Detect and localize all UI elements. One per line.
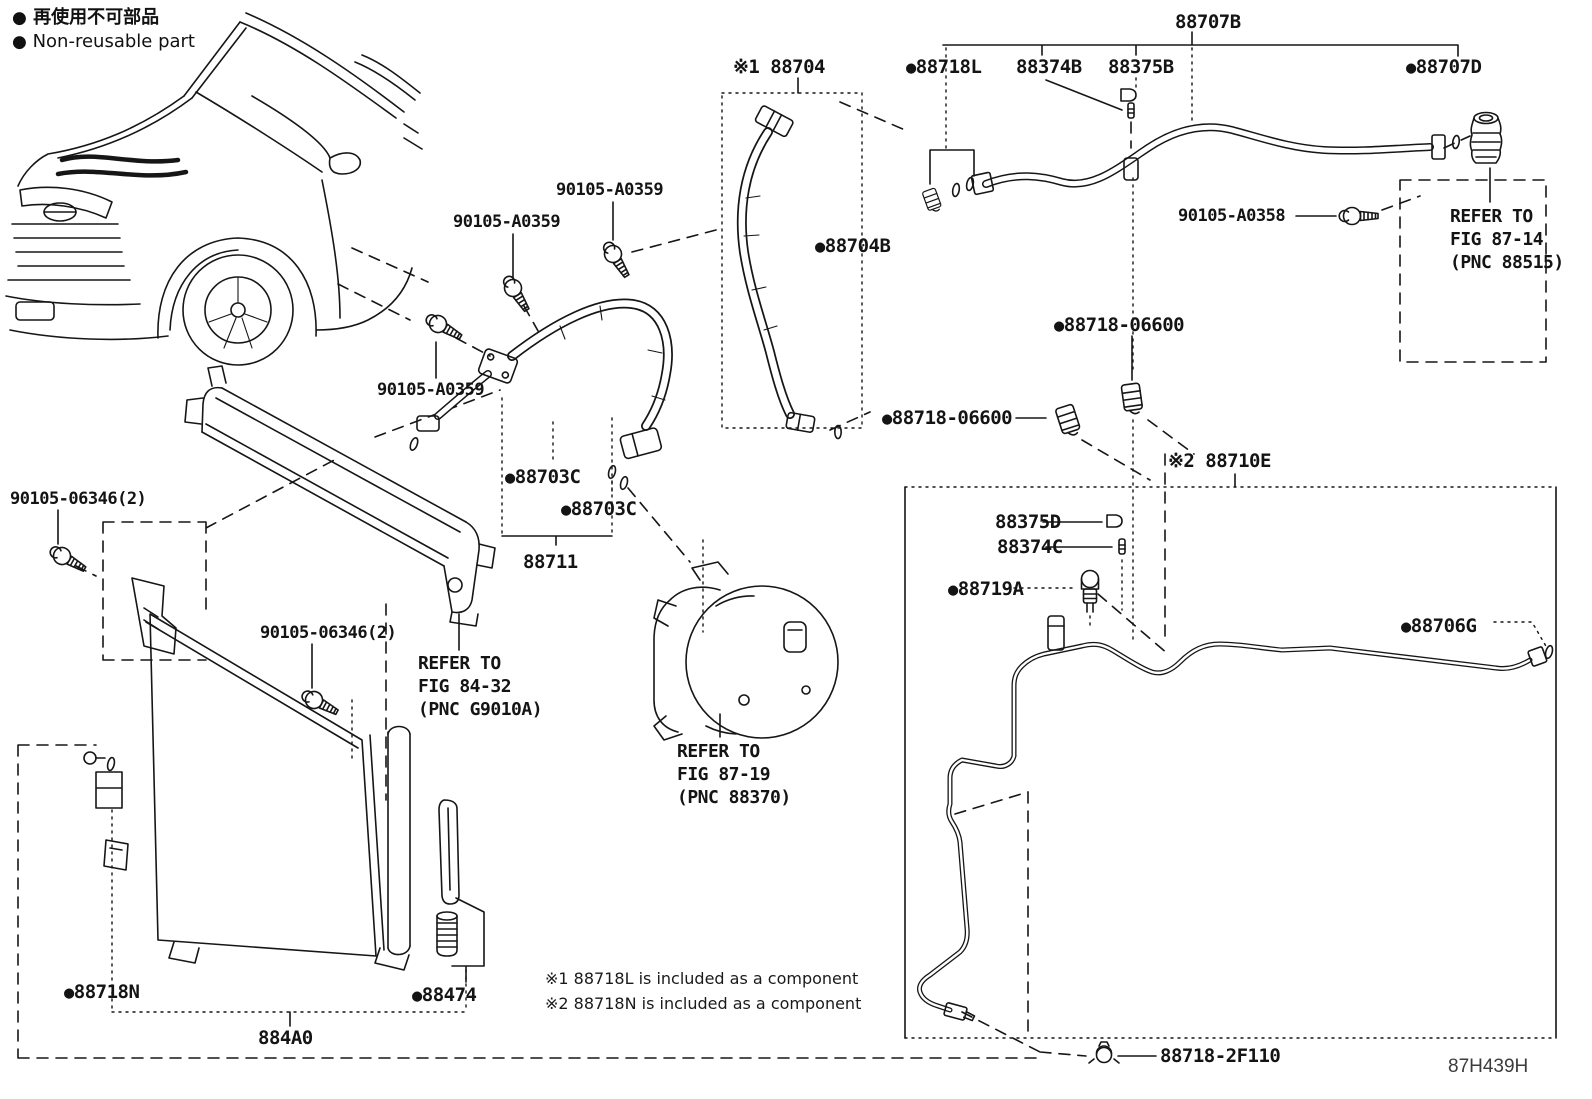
o-ring-icon	[407, 435, 421, 453]
discharge-hose-88711	[416, 298, 673, 460]
condenser-clamp-parts	[83, 751, 123, 809]
part-label-884A0[interactable]: 884A0	[258, 1027, 313, 1049]
part-label-90105-06346-left[interactable]: 90105-06346(2)	[10, 489, 147, 509]
o-ring-icon	[1451, 134, 1461, 150]
part-label-90105-06346-mid[interactable]: 90105-06346(2)	[260, 623, 397, 643]
suction-pipe-88707b	[970, 123, 1446, 196]
fasteners	[45, 88, 1555, 1064]
part-label-88374B[interactable]: 88374B	[1016, 56, 1082, 78]
grommet-icon	[1469, 111, 1503, 164]
part-label-88707D[interactable]: ●88707D	[1406, 56, 1482, 78]
clamp-icon	[1120, 382, 1144, 416]
part-label-90105-A0359-mid[interactable]: 90105-A0359	[453, 212, 561, 232]
part-label-90105-A0359-top[interactable]: 90105-A0359	[556, 180, 664, 200]
part-label-88718L[interactable]: ●88718L	[906, 56, 982, 78]
part-label-88706G[interactable]: ●88706G	[1401, 615, 1477, 637]
bolt-icon	[498, 271, 535, 316]
part-label-88718-06600-upper[interactable]: ●88718-06600	[1054, 314, 1185, 336]
nonreusable-bullet: ●	[12, 8, 27, 28]
part-label-88375B[interactable]: 88375B	[1108, 56, 1174, 78]
legend-en: ● Non-reusable part	[12, 31, 195, 52]
pin-icon	[1118, 538, 1126, 555]
sensor-icon	[1080, 569, 1100, 613]
o-ring-icon	[606, 464, 618, 480]
nonreusable-bullet: ●	[12, 32, 27, 52]
drier-filter-88474	[436, 911, 458, 957]
part-label-88718-2F110[interactable]: 88718-2F110	[1160, 1045, 1281, 1067]
part-label-88704B[interactable]: ●88704B	[815, 235, 891, 257]
compressor-illustration	[653, 561, 839, 741]
o-ring-icon	[950, 182, 962, 198]
radiator-assembly	[184, 365, 496, 627]
hose-clamp-icon	[1088, 1041, 1120, 1064]
clip-icon	[1120, 88, 1137, 102]
part-label-88718-06600-lower[interactable]: ●88718-06600	[882, 407, 1013, 429]
clamp-icon	[1054, 403, 1083, 439]
bolt-icon	[598, 237, 635, 282]
part-label-88703C-2[interactable]: ●88703C	[561, 498, 637, 520]
part-label-88710E[interactable]: ※2 88710E	[1168, 450, 1271, 472]
part-label-88707B[interactable]: 88707B	[1175, 11, 1241, 33]
bolt-icon	[45, 541, 90, 578]
bolt-icon	[421, 309, 466, 346]
part-label-88704[interactable]: ※1 88704	[733, 56, 826, 78]
part-label-88718N[interactable]: ●88718N	[64, 981, 140, 1003]
legend: ● 再使用不可部品 ● Non-reusable part	[12, 6, 195, 54]
leader-boxes	[17, 92, 1557, 1059]
part-label-90105-A0359-low[interactable]: 90105-A0359	[377, 380, 485, 400]
condenser-assembly	[83, 577, 485, 983]
part-label-88703C-1[interactable]: ●88703C	[505, 466, 581, 488]
part-label-88375D[interactable]: 88375D	[995, 511, 1061, 533]
bolt-icon	[1338, 206, 1379, 226]
pin-icon	[1127, 102, 1135, 119]
part-label-88719A[interactable]: ●88719A	[948, 578, 1024, 600]
part-label-88711[interactable]: 88711	[523, 551, 578, 573]
car-illustration	[5, 12, 423, 366]
leader-lines	[57, 31, 1548, 1057]
note-88718L: ※1 88718L is included as a component	[545, 969, 859, 988]
clamp-icon	[921, 187, 944, 215]
drawing-code: 87H439H	[1448, 1056, 1529, 1077]
legend-jp: ● 再使用不可部品	[12, 7, 160, 28]
part-label-88374C[interactable]: 88374C	[997, 536, 1063, 558]
o-ring-icon	[1543, 644, 1555, 660]
part-label-90105-A0358[interactable]: 90105-A0358	[1178, 206, 1286, 226]
part-label-88474[interactable]: ●88474	[412, 984, 477, 1006]
note-88718N: ※2 88718N is included as a component	[545, 994, 862, 1013]
suction-hose-88704	[736, 105, 816, 433]
liquid-pipe-88710e	[917, 615, 1548, 1022]
clip-icon	[1106, 514, 1123, 528]
